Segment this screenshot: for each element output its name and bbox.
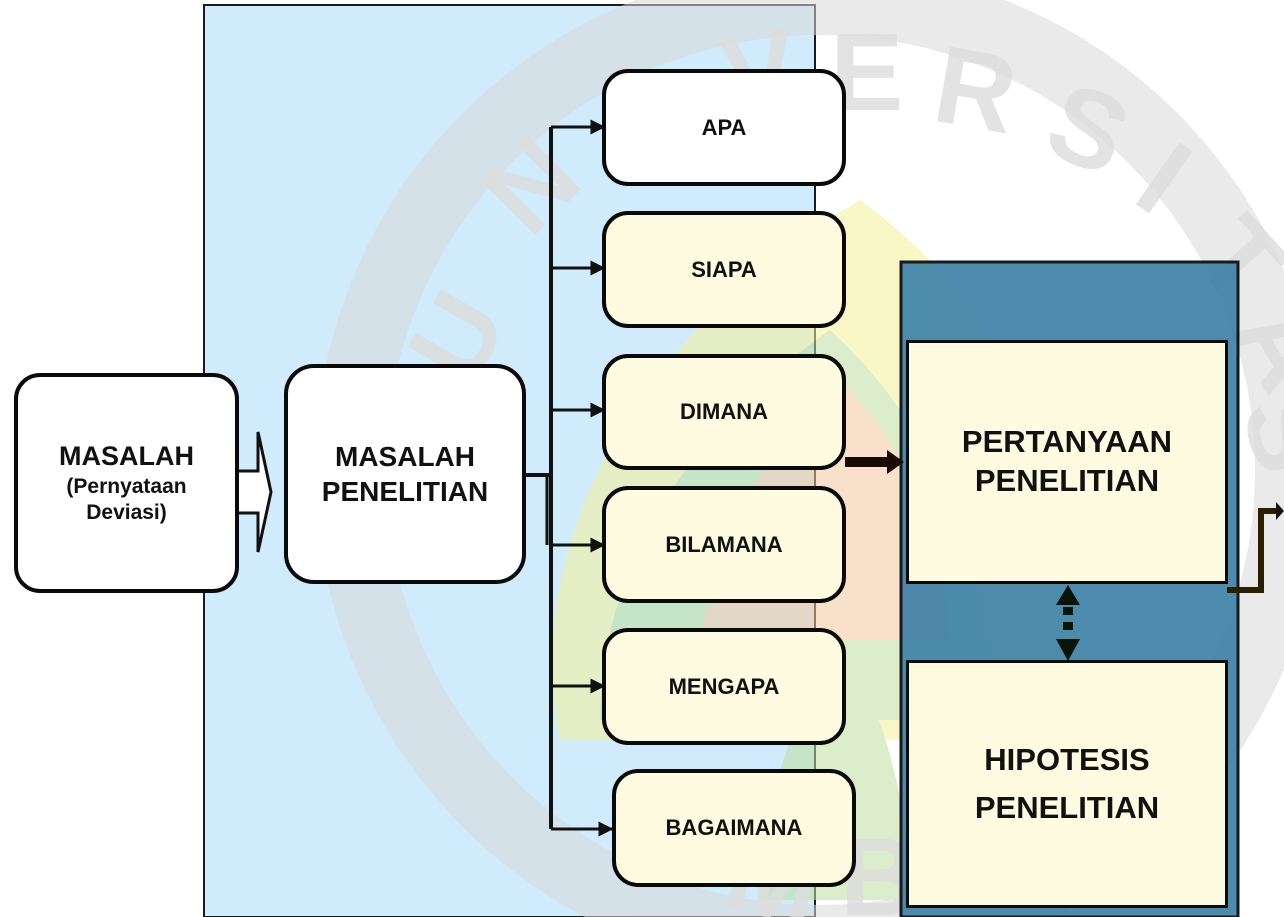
- hipotesis-penelitian-box: HIPOTESIS PENELITIAN: [906, 660, 1228, 908]
- masalah-penelitian-line: MASALAH: [335, 441, 475, 472]
- masalah-penelitian-box: MASALAH PENELITIAN: [284, 364, 526, 584]
- pertanyaan-line: PERTANYAAN: [961, 424, 1173, 460]
- question-label: APA: [701, 114, 747, 140]
- hipotesis-line: HIPOTESIS: [984, 741, 1150, 777]
- masalah-subtitle: (Pernyataan: [66, 474, 187, 498]
- question-label: SIAPA: [691, 256, 757, 282]
- question-label: BILAMANA: [665, 531, 783, 557]
- main-arrow: [845, 450, 904, 474]
- question-box-apa: APA: [602, 69, 846, 186]
- question-box-bilamana: BILAMANA: [602, 486, 846, 603]
- dashed-double-arrow: [1056, 585, 1080, 661]
- exit-arrow-head: [1276, 502, 1284, 520]
- masalah-penelitian-line: PENELITIAN: [321, 476, 489, 507]
- masalah-title: MASALAH: [59, 440, 194, 471]
- question-label: MENGAPA: [668, 673, 780, 699]
- pertanyaan-line: PENELITIAN: [974, 463, 1160, 498]
- masalah-box: MASALAH (Pernyataan Deviasi): [14, 373, 239, 593]
- question-label: DIMANA: [680, 399, 768, 425]
- question-label: BAGAIMANA: [665, 815, 803, 841]
- question-box-bagaimana: BAGAIMANA: [612, 769, 856, 887]
- masalah-subtitle: Deviasi): [86, 500, 167, 524]
- question-box-mengapa: MENGAPA: [602, 628, 846, 745]
- hipotesis-line: PENELITIAN: [974, 790, 1160, 825]
- pertanyaan-penelitian-box: PERTANYAAN PENELITIAN: [906, 340, 1228, 584]
- exit-arrow: [1227, 508, 1278, 593]
- question-box-siapa: SIAPA: [602, 211, 846, 328]
- question-box-dimana: DIMANA: [602, 354, 846, 470]
